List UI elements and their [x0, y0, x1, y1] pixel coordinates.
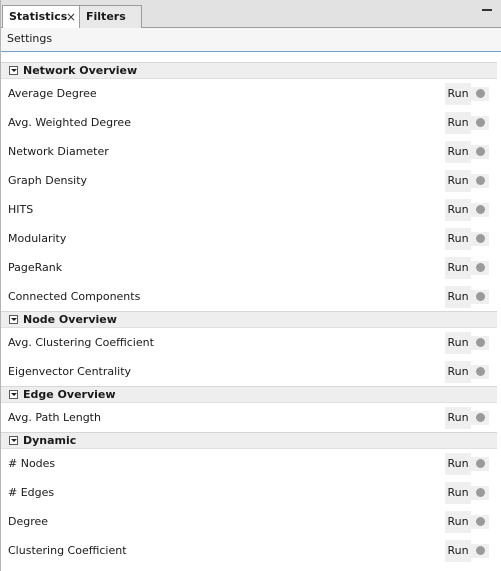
statistic-row: PageRank Run: [1, 253, 497, 282]
run-button[interactable]: Run: [445, 286, 471, 308]
status-dot-icon: [476, 367, 485, 376]
run-button[interactable]: Run: [445, 361, 471, 383]
status-dot-icon: [476, 176, 485, 185]
statistic-label: Eigenvector Centrality: [8, 365, 132, 378]
statistic-label: Avg. Clustering Coefficient: [8, 336, 154, 349]
section-header[interactable]: Node Overview: [1, 311, 497, 328]
run-button[interactable]: Run: [445, 332, 471, 354]
statistic-label: # Edges: [8, 486, 55, 499]
statistic-label: Avg. Path Length: [8, 411, 101, 424]
section-title: Node Overview: [23, 313, 117, 326]
statistic-row: Avg. Path Length Run: [1, 403, 497, 432]
statistic-row: Graph Density Run: [1, 166, 497, 195]
status-dot-icon: [476, 118, 485, 127]
statistic-row: HITS Run: [1, 195, 497, 224]
statistic-row: Degree Run: [1, 507, 497, 536]
section-title: Edge Overview: [23, 388, 116, 401]
status-dot-icon: [476, 263, 485, 272]
statistic-row: # Edges Run: [1, 478, 497, 507]
tab-filters-label: Filters: [86, 10, 126, 23]
statistic-row: # Nodes Run: [1, 449, 497, 478]
collapse-icon[interactable]: [9, 436, 18, 445]
collapse-icon[interactable]: [9, 66, 18, 75]
statistic-label: Degree: [8, 515, 49, 528]
section-header[interactable]: Edge Overview: [1, 386, 497, 403]
statistic-row: Connected Components Run: [1, 282, 497, 311]
statistic-label: Graph Density: [8, 174, 88, 187]
statistic-label: HITS: [8, 203, 34, 216]
settings-link[interactable]: Settings: [1, 28, 501, 52]
section-title: Dynamic: [23, 434, 77, 447]
run-button[interactable]: Run: [445, 540, 471, 562]
statistic-label: PageRank: [8, 261, 63, 274]
minimize-icon[interactable]: [482, 9, 492, 11]
status-dot-icon: [476, 89, 485, 98]
statistic-label: Clustering Coefficient: [8, 544, 127, 557]
statistic-row: Clustering Coefficient Run: [1, 536, 497, 565]
status-dot-icon: [476, 292, 485, 301]
run-button[interactable]: Run: [445, 199, 471, 221]
run-button[interactable]: Run: [445, 257, 471, 279]
run-button[interactable]: Run: [445, 170, 471, 192]
status-dot-icon: [476, 205, 485, 214]
close-icon[interactable]: ×: [66, 10, 77, 24]
section-header[interactable]: Dynamic: [1, 432, 497, 449]
collapse-icon[interactable]: [9, 390, 18, 399]
status-dot-icon: [476, 338, 485, 347]
status-dot-icon: [476, 546, 485, 555]
run-button[interactable]: Run: [445, 141, 471, 163]
status-dot-icon: [476, 459, 485, 468]
statistic-label: Average Degree: [8, 87, 97, 100]
statistic-row: Eigenvector Centrality Run: [1, 357, 497, 386]
statistic-row: Avg. Clustering Coefficient Run: [1, 328, 497, 357]
run-button[interactable]: Run: [445, 511, 471, 533]
collapse-icon[interactable]: [9, 315, 18, 324]
section-title: Network Overview: [23, 64, 138, 77]
tab-bar: Statistics × Filters: [1, 0, 501, 28]
statistic-row: Modularity Run: [1, 224, 497, 253]
run-button[interactable]: Run: [445, 407, 471, 429]
run-button[interactable]: Run: [445, 83, 471, 105]
status-dot-icon: [476, 413, 485, 422]
statistic-row: Avg. Weighted Degree Run: [1, 108, 497, 137]
tab-filters[interactable]: Filters: [80, 5, 142, 28]
statistic-row: Network Diameter Run: [1, 137, 497, 166]
status-dot-icon: [476, 517, 485, 526]
status-dot-icon: [476, 147, 485, 156]
tab-statistics[interactable]: Statistics ×: [2, 5, 80, 28]
tab-statistics-label: Statistics: [9, 10, 68, 23]
run-button[interactable]: Run: [445, 228, 471, 250]
run-button[interactable]: Run: [445, 453, 471, 475]
status-dot-icon: [476, 488, 485, 497]
section-header[interactable]: Network Overview: [1, 62, 497, 79]
statistic-row: Average Degree Run: [1, 79, 497, 108]
statistic-label: Modularity: [8, 232, 67, 245]
run-button[interactable]: Run: [445, 482, 471, 504]
run-button[interactable]: Run: [445, 112, 471, 134]
statistic-label: Network Diameter: [8, 145, 109, 158]
statistic-label: Connected Components: [8, 290, 141, 303]
status-dot-icon: [476, 234, 485, 243]
statistic-label: Avg. Weighted Degree: [8, 116, 131, 129]
statistic-label: # Nodes: [8, 457, 56, 470]
